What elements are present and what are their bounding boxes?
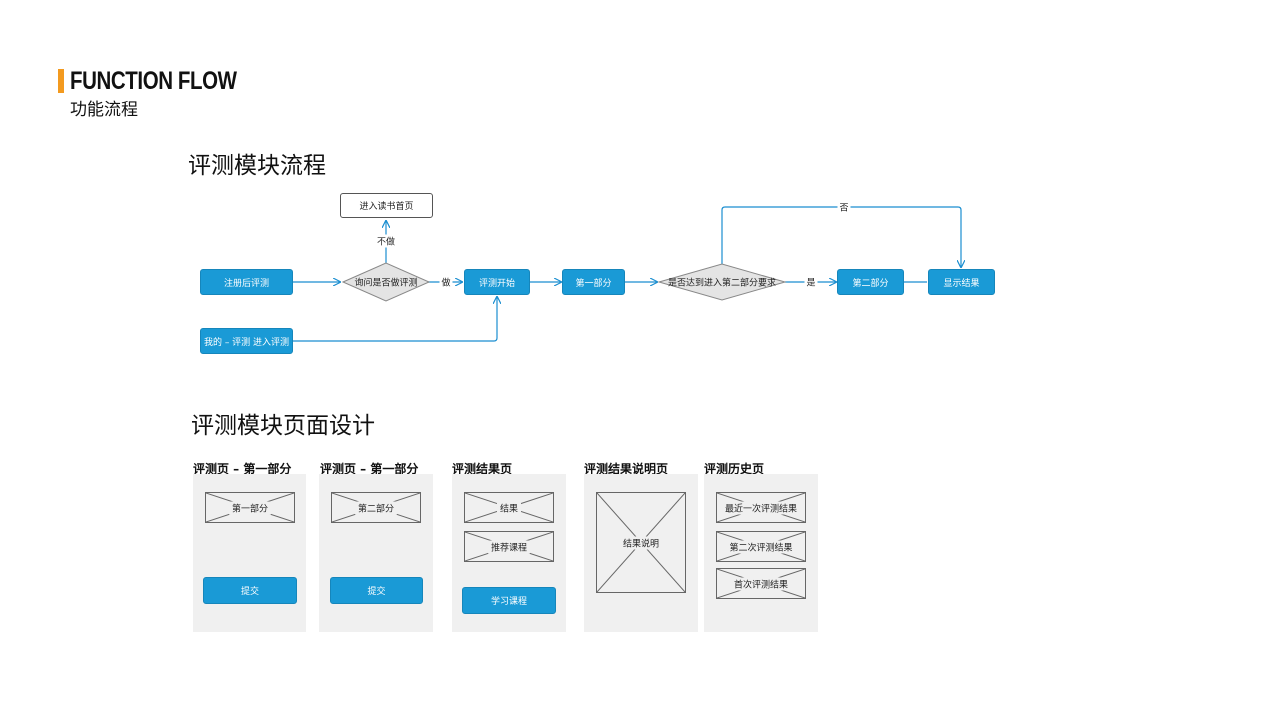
diamond-check xyxy=(657,263,787,301)
screen-title: 评测结果说明页 xyxy=(584,462,669,476)
screen-panel: 第二部分 提交 xyxy=(319,474,433,632)
image-placeholder: 第二次评测结果 xyxy=(716,531,806,562)
edge-label-do: 做 xyxy=(439,275,453,289)
placeholder-label: 首次评测结果 xyxy=(730,577,792,590)
header-title-cn: 功能流程 xyxy=(70,100,138,120)
accent-bar xyxy=(58,69,64,93)
node-enter-home: 进入读书首页 xyxy=(340,193,433,218)
placeholder-label: 第一部分 xyxy=(228,501,272,514)
image-placeholder: 第二部分 xyxy=(331,492,421,523)
screen-panel: 结果 推荐课程 学习课程 xyxy=(452,474,566,632)
image-placeholder: 最近一次评测结果 xyxy=(716,492,806,523)
placeholder-label: 第二次评测结果 xyxy=(726,540,796,553)
submit-button[interactable]: 提交 xyxy=(203,577,297,604)
image-placeholder: 结果 xyxy=(464,492,554,523)
edge-label-yes: 是 xyxy=(804,275,818,289)
placeholder-label: 结果说明 xyxy=(619,536,663,549)
screen-panel: 结果说明 xyxy=(584,474,698,632)
placeholder-label: 最近一次评测结果 xyxy=(721,501,801,514)
edge-label-no: 否 xyxy=(837,200,851,214)
submit-button[interactable]: 提交 xyxy=(330,577,423,604)
node-show-result: 显示结果 xyxy=(928,269,995,295)
node-check: 是否达到进入第二部分要求 xyxy=(667,278,777,289)
node-register-eval: 注册后评测 xyxy=(200,269,293,295)
study-course-button[interactable]: 学习课程 xyxy=(462,587,556,614)
edge-check-result xyxy=(721,206,961,267)
edge-myeval-start xyxy=(293,297,497,342)
node-part1: 第一部分 xyxy=(562,269,625,295)
placeholder-label: 推荐课程 xyxy=(487,540,531,553)
design-section-title: 评测模块页面设计 xyxy=(191,413,375,439)
placeholder-label: 第二部分 xyxy=(354,501,398,514)
node-eval-start: 评测开始 xyxy=(464,269,530,295)
screen-title: 评测历史页 xyxy=(704,462,765,476)
header-title-en: FUNCTION FLOW xyxy=(70,67,237,95)
image-placeholder: 结果说明 xyxy=(596,492,686,593)
node-my-eval: 我的 – 评测 进入评测 xyxy=(200,328,293,354)
screen-title: 评测结果页 xyxy=(452,462,513,476)
placeholder-label: 结果 xyxy=(496,501,522,514)
node-ask-eval: 询问是否做评测 xyxy=(354,278,418,289)
screen-panel: 第一部分 提交 xyxy=(193,474,306,632)
screen-title: 评测页 – 第一部分 xyxy=(320,462,419,476)
node-part2: 第二部分 xyxy=(837,269,904,295)
screen-title: 评测页 – 第一部分 xyxy=(193,462,292,476)
image-placeholder: 推荐课程 xyxy=(464,531,554,562)
image-placeholder: 首次评测结果 xyxy=(716,568,806,599)
screen-panel: 最近一次评测结果 第二次评测结果 首次评测结果 xyxy=(704,474,818,632)
edge-label-no-do: 不做 xyxy=(374,234,398,248)
diamond-ask xyxy=(341,262,431,302)
image-placeholder: 第一部分 xyxy=(205,492,295,523)
flow-section-title: 评测模块流程 xyxy=(188,153,326,179)
